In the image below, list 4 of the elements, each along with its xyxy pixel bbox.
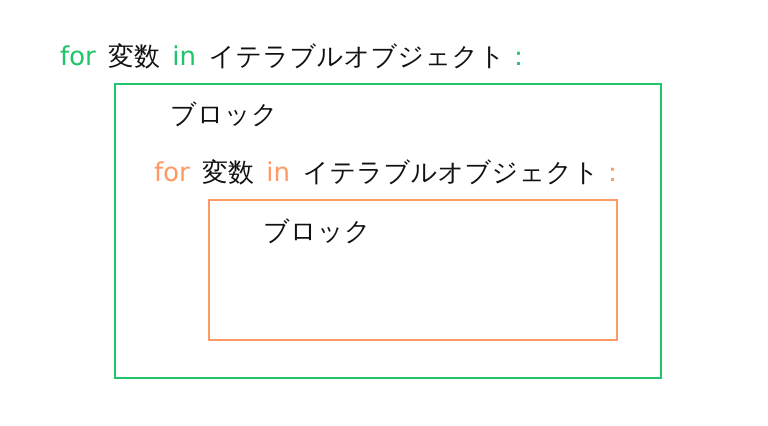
loop-header: for 変数 in イテラブルオブジェクト： xyxy=(60,41,532,74)
block-label: ブロック xyxy=(170,99,278,132)
loop-header: for 変数 in イテラブルオブジェクト： xyxy=(154,157,626,190)
block-label: ブロック xyxy=(263,216,371,249)
